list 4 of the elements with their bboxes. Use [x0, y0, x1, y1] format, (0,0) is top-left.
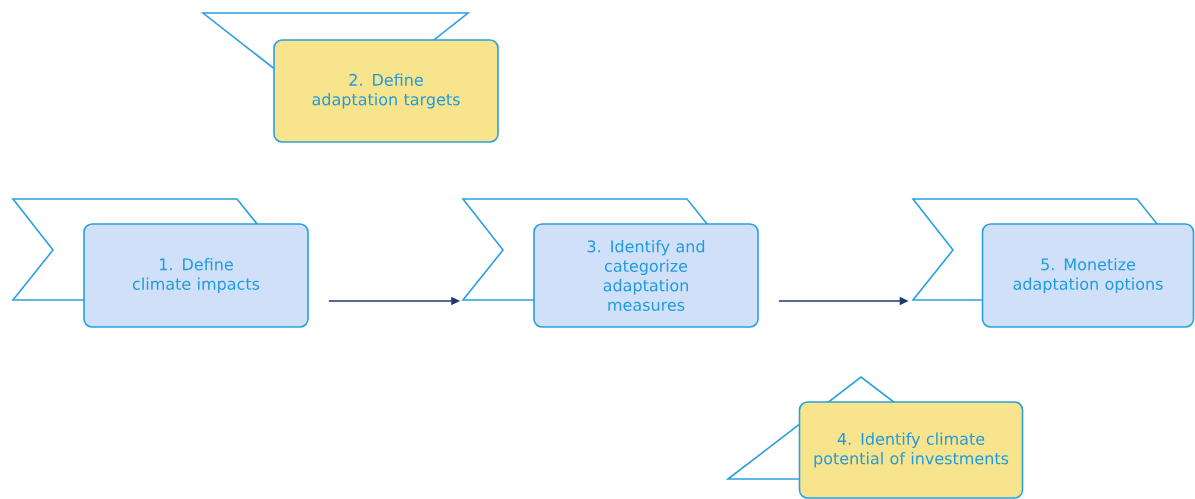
step-box: 3. Identify and categorize adaptation measures: [461, 198, 759, 328]
step-box: 1. Define climate impacts: [11, 198, 309, 328]
node-label: measures: [608, 301, 685, 311]
step-box: 5. Monetize adaptation options: [911, 198, 1195, 328]
